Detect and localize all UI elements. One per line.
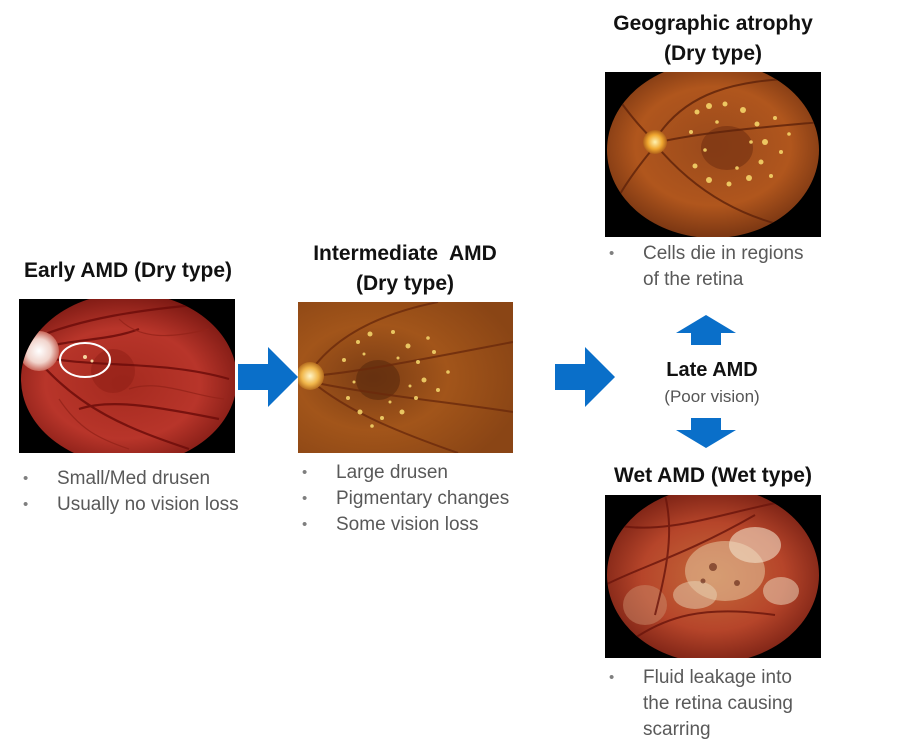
list-item: Cells die in regions of the retina	[606, 241, 804, 293]
intermediate-amd-title-line1: Intermediate AMD	[313, 242, 497, 265]
drusen-highlight-ellipse	[59, 342, 111, 378]
geographic-atrophy-title-line1: Geographic atrophy	[613, 12, 813, 35]
early-amd-bullets: Small/Med drusen Usually no vision loss	[20, 466, 239, 518]
late-amd-title: Late AMD	[666, 359, 758, 381]
geographic-atrophy-title-line2: (Dry type)	[663, 42, 763, 65]
list-item: Pigmentary changes	[299, 486, 509, 512]
list-item: Some vision loss	[299, 512, 509, 538]
list-item: Fluid leakage into the retina causing sc…	[606, 665, 793, 743]
list-item: Large drusen	[299, 460, 509, 486]
list-item: Small/Med drusen	[20, 466, 239, 492]
intermediate-amd-title-line2: (Dry type)	[355, 272, 455, 295]
bullet-line: of the retina	[643, 269, 744, 290]
geographic-atrophy-fundus-image	[605, 72, 821, 237]
early-amd-fundus-image	[19, 299, 235, 453]
arrow-down-icon	[676, 418, 736, 448]
early-amd-title: Early AMD (Dry type)	[23, 259, 233, 282]
geographic-atrophy-bullets: Cells die in regions of the retina	[606, 241, 804, 293]
arrow-right-icon	[238, 347, 298, 407]
bullet-line: scarring	[643, 719, 711, 740]
intermediate-amd-bullets: Large drusen Pigmentary changes Some vis…	[299, 460, 509, 538]
wet-amd-fundus-image	[605, 495, 821, 658]
bullet-line: the retina causing	[643, 693, 793, 714]
intermediate-amd-fundus-image	[298, 302, 513, 453]
geographic-atrophy-title: Geographic atrophy (Dry type)	[590, 9, 836, 69]
late-amd-subtitle: (Poor vision)	[664, 387, 760, 406]
arrow-up-icon	[676, 315, 736, 345]
bullet-line: Cells die in regions	[643, 243, 804, 264]
wet-amd-bullets: Fluid leakage into the retina causing sc…	[606, 665, 793, 743]
wet-amd-title: Wet AMD (Wet type)	[614, 464, 812, 487]
bullet-line: Fluid leakage into	[643, 667, 792, 688]
intermediate-amd-title: Intermediate AMD (Dry type)	[296, 239, 514, 299]
arrow-right-icon	[555, 347, 615, 407]
list-item: Usually no vision loss	[20, 492, 239, 518]
